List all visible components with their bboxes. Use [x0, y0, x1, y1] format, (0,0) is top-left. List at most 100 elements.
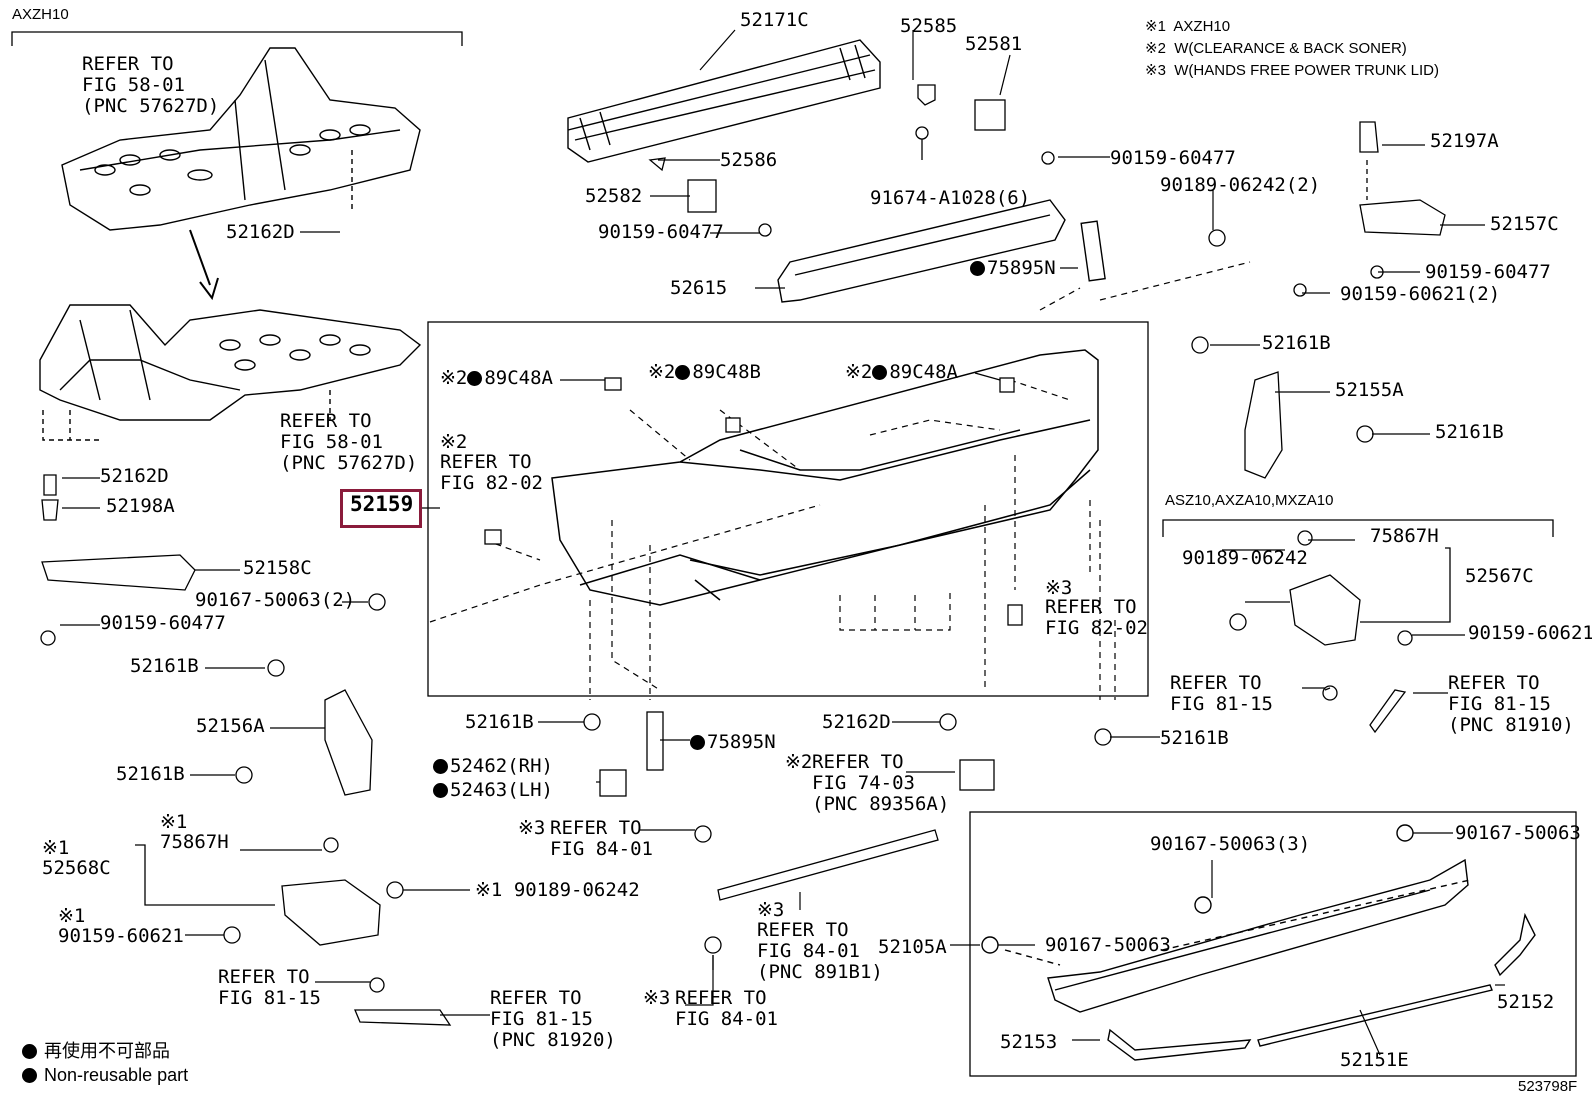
bumper-frame	[427, 321, 1149, 697]
part-52162D-top[interactable]: 52162D	[226, 221, 295, 243]
part-90159-60477-a[interactable]: 90159-60477	[598, 221, 724, 243]
part-75895N-top[interactable]: 75895N	[970, 258, 1056, 279]
note-mark: ※1	[475, 879, 503, 901]
highlight-box	[340, 489, 422, 528]
non-reusable-dot-icon	[433, 759, 448, 774]
energy-absorber	[777, 199, 1106, 303]
part-90189-06242-2[interactable]: 90189-06242(2)	[1160, 174, 1321, 196]
note-mark: ※2	[648, 361, 676, 383]
side-brackets	[40, 336, 1374, 796]
part-90159-60477-d[interactable]: 90159-60477	[100, 612, 226, 634]
part-90167-50063-l[interactable]: 90167-50063	[1045, 934, 1171, 956]
part-52156A[interactable]: 52156A	[196, 715, 265, 737]
undercover-lower	[39, 304, 422, 441]
part-52162D-bot[interactable]: 52162D	[822, 711, 891, 733]
part-52152[interactable]: 52152	[1497, 991, 1555, 1013]
part-52463[interactable]: 52463(LH)	[433, 780, 553, 801]
part-52105A[interactable]: 52105A	[878, 936, 947, 958]
part-90159-60621-right[interactable]: 90159-60621	[1468, 622, 1592, 644]
part-90159-60477-b[interactable]: 90159-60477	[1110, 147, 1236, 169]
part-52567C[interactable]: 52567C	[1465, 565, 1534, 587]
part-52197A[interactable]: 52197A	[1430, 130, 1499, 152]
ref-58-01-b[interactable]: REFER TO FIG 58-01 (PNC 57627D)	[280, 410, 418, 474]
mark-2-ref-74-03: ※2	[785, 751, 813, 773]
part-75867H-left[interactable]: 75867H	[160, 831, 229, 853]
part-52582[interactable]: 52582	[585, 185, 643, 207]
ref-81-15-d[interactable]: REFER TO FIG 81-15 (PNC 81920)	[490, 987, 616, 1051]
legend-jp: 再使用不可部品	[22, 1040, 170, 1063]
part-52157C[interactable]: 52157C	[1490, 213, 1559, 235]
spoiler-frame	[969, 811, 1577, 1077]
ref-58-01-a[interactable]: REFER TO FIG 58-01 (PNC 57627D)	[82, 53, 220, 117]
ref-84-01-a[interactable]: REFER TO FIG 84-01	[550, 817, 653, 860]
part-52161B-d[interactable]: 52161B	[1435, 421, 1504, 443]
part-52198A[interactable]: 52198A	[106, 495, 175, 517]
part-52161B-a[interactable]: 52161B	[130, 655, 199, 677]
bumper-cover	[551, 349, 1099, 606]
part-90189-06242-left[interactable]: ※1 90189-06242	[475, 879, 640, 901]
part-52161B-e[interactable]: 52161B	[465, 711, 534, 733]
ref-82-02-b[interactable]: REFER TO FIG 82-02	[1045, 596, 1148, 639]
part-75867H-right[interactable]: 75867H	[1370, 525, 1439, 547]
section-asz10: ASZ10,AXZA10,MXZA10	[1165, 492, 1334, 509]
ref-82-02-a[interactable]: REFER TO FIG 82-02	[440, 451, 543, 494]
non-reusable-dot-icon	[872, 365, 888, 380]
part-52161B-f[interactable]: 52161B	[1160, 727, 1229, 749]
mark-1-90159-60621: ※1	[58, 905, 86, 927]
part-90159-60621-left[interactable]: 90159-60621	[58, 925, 184, 947]
ref-84-01-c[interactable]: REFER TO FIG 84-01	[675, 987, 778, 1030]
section-axzh10: AXZH10	[12, 6, 69, 23]
part-90159-60477-c[interactable]: 90159-60477	[1425, 261, 1551, 283]
non-reusable-dot-icon	[690, 735, 705, 750]
mark-3-ref-84-01-a: ※3	[518, 817, 546, 839]
part-52161B-b[interactable]: 52161B	[116, 763, 185, 785]
note-mark: ※2	[440, 367, 468, 389]
note-1: ※1 AXZH10	[1145, 18, 1231, 35]
part-90167-50063-2[interactable]: 90167-50063(2)	[195, 589, 356, 611]
ref-74-03[interactable]: REFER TO FIG 74-03 (PNC 89356A)	[812, 751, 950, 815]
part-90159-60621-2[interactable]: 90159-60621(2)	[1340, 283, 1501, 305]
part-90189-06242-right[interactable]: 90189-06242	[1182, 547, 1308, 569]
mark-3-ref-84-01-b: ※3	[757, 899, 785, 921]
mark-3-ref-82-02: ※3	[1045, 577, 1073, 599]
ref-81-15-b[interactable]: REFER TO FIG 81-15 (PNC 81910)	[1448, 672, 1574, 736]
non-reusable-dot-icon	[22, 1044, 37, 1059]
non-reusable-dot-icon	[970, 261, 985, 276]
part-52162D-left[interactable]: 52162D	[100, 465, 169, 487]
part-52462[interactable]: 52462(RH)	[433, 756, 553, 777]
part-52159[interactable]: 52159	[350, 492, 414, 516]
part-91674-A1028[interactable]: 91674-A1028(6)	[870, 187, 1031, 209]
ref-84-01-b[interactable]: REFER TO FIG 84-01 (PNC 891B1)	[757, 919, 883, 983]
part-52151E[interactable]: 52151E	[1340, 1049, 1409, 1071]
diagram-id: 523798F	[1518, 1078, 1578, 1095]
ref-81-15-a[interactable]: REFER TO FIG 81-15	[1170, 672, 1273, 715]
part-52161B-c[interactable]: 52161B	[1262, 332, 1331, 354]
part-52568C[interactable]: 52568C	[42, 857, 111, 879]
note-mark: ※2	[845, 361, 873, 383]
part-75895N-bot[interactable]: 75895N	[690, 732, 776, 753]
ref-81-15-c[interactable]: REFER TO FIG 81-15	[218, 966, 321, 1009]
part-52585[interactable]: 52585	[900, 15, 958, 37]
part-52158C[interactable]: 52158C	[243, 557, 312, 579]
part-52586[interactable]: 52586	[720, 149, 778, 171]
mark-3-ref-84-01-c: ※3	[643, 987, 671, 1009]
clips	[648, 84, 1384, 297]
part-90167-50063-tr[interactable]: 90167-50063	[1455, 822, 1581, 844]
part-52615[interactable]: 52615	[670, 277, 728, 299]
part-52581[interactable]: 52581	[965, 33, 1023, 55]
non-reusable-dot-icon	[467, 371, 483, 386]
mark-1-52568C: ※1	[42, 837, 70, 859]
note-3: ※3 W(HANDS FREE POWER TRUNK LID)	[1145, 62, 1439, 79]
part-52171C[interactable]: 52171C	[740, 9, 809, 31]
note-2: ※2 W(CLEARANCE & BACK SONER)	[1145, 40, 1407, 57]
undercover-upper	[61, 47, 421, 231]
part-52155A[interactable]: 52155A	[1335, 379, 1404, 401]
part-90167-50063-3[interactable]: 90167-50063(3)	[1150, 833, 1311, 855]
bumper-reinforcement	[567, 39, 881, 163]
mark-1-75867H: ※1	[160, 811, 188, 833]
part-52153[interactable]: 52153	[1000, 1031, 1058, 1053]
